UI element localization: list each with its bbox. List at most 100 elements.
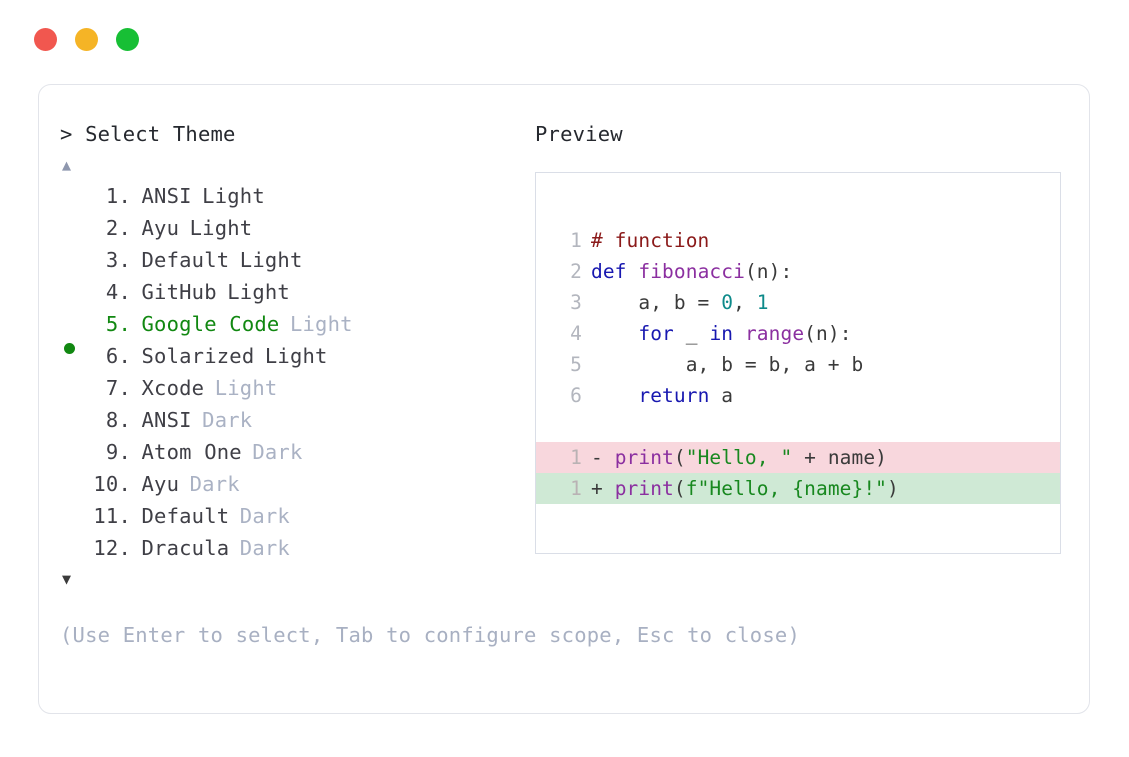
code-token: fibonacci [638,260,745,283]
code-token [591,384,638,407]
line-number: 5 [570,353,582,376]
window-titlebar [34,28,139,51]
theme-item-index: 3. [105,248,131,272]
theme-item-variant: Light [202,184,265,208]
code-token: for [638,322,674,345]
code-token: return [638,384,710,407]
theme-list-item[interactable]: 8. ANSI Dark [60,404,530,436]
scroll-down-icon[interactable]: ▼ [62,570,72,588]
theme-item-index: 7. [105,376,131,400]
code-token: "Hello, " [685,446,793,469]
line-number: 2 [570,260,582,283]
theme-item-name: ANSI [141,184,192,208]
scroll-up-icon[interactable]: ▲ [62,156,72,174]
theme-item-variant: Dark [252,440,303,464]
theme-list-item[interactable]: 11. Default Dark [60,500,530,532]
theme-item-index: 12. [93,536,131,560]
code-token [591,322,638,345]
code-token: ) [887,477,899,500]
theme-list-item[interactable]: 10. Ayu Dark [60,468,530,500]
code-token: # function [591,229,710,252]
line-number: 3 [570,291,582,314]
code-line-text: for _ in range(n): [591,318,1060,349]
code-token: + name) [792,446,888,469]
line-number: 1 [570,477,582,500]
code-token: a, b = [591,291,722,314]
code-token: _ [673,322,710,345]
theme-item-variant: Dark [239,504,290,528]
theme-item-variant: Dark [202,408,253,432]
theme-item-index: 6. [105,344,131,368]
code-line-text: a, b = b, a + b [591,349,1060,380]
theme-list-item[interactable]: 9. Atom One Dark [60,436,530,468]
code-token: (n): [804,322,852,345]
line-number: 1 [570,229,582,252]
code-token: in [709,322,734,345]
theme-list-item[interactable]: 6. Solarized Light [60,340,530,372]
theme-item-index: 5. [105,312,131,336]
theme-item-name: Google Code [141,312,280,336]
theme-item-name: GitHub [141,280,217,304]
close-button[interactable] [34,28,57,51]
page-title: > Select Theme [60,122,236,146]
theme-item-variant: Light [289,312,353,336]
theme-item-index: 10. [93,472,131,496]
code-token: a, b = b, a + b [591,353,864,376]
code-line: 6 return a [536,380,1060,411]
theme-list-item[interactable]: 7. Xcode Light [60,372,530,404]
code-line: 2 def fibonacci(n): [536,256,1060,287]
line-number: 4 [570,322,582,345]
selected-bullet-icon [64,343,75,354]
theme-item-index: 2. [105,216,131,240]
theme-item-variant: Light [189,216,253,240]
theme-list-item[interactable]: 5. Google Code Light [60,308,530,354]
theme-item-index: 11. [93,504,131,528]
theme-item-index: 1. [105,184,131,208]
theme-item-variant: Light [264,344,328,368]
maximize-button[interactable] [116,28,139,51]
code-line: 1 # function [536,225,1060,256]
line-number: 6 [570,384,582,407]
code-line-text: def fibonacci(n): [591,256,1060,287]
theme-item-index: 4. [105,280,131,304]
code-token: print [614,477,674,500]
theme-item-name: Default [141,248,230,272]
code-token: 0 [721,291,734,314]
code-token: def [591,260,639,283]
code-token: - [591,446,615,469]
theme-item-name: Solarized [141,344,255,368]
code-token [733,322,745,345]
code-token: a [709,384,734,407]
theme-item-name: Default [141,504,230,528]
code-line-text: return a [591,380,1060,411]
theme-item-name: ANSI [141,408,192,432]
code-line: 4 for _ in range(n): [536,318,1060,349]
code-line-text: # function [591,225,1060,256]
theme-item-index: 9. [105,440,131,464]
theme-item-name: Atom One [141,440,242,464]
theme-list-item[interactable]: 2. Ayu Light [60,212,530,244]
code-token: ( [673,477,686,500]
theme-item-name: Xcode [141,376,205,400]
theme-item-name: Ayu [141,216,180,240]
code-token: , [733,291,757,314]
theme-item-variant: Dark [189,472,240,496]
theme-item-variant: Light [214,376,278,400]
code-line: 3 a, b = 0, 1 [536,287,1060,318]
theme-item-name: Ayu [141,472,180,496]
theme-item-variant: Dark [239,536,290,560]
preview-label: Preview [535,122,623,146]
diff-line: 1- print("Hello, " + name) [536,442,1060,473]
diff-sample: 1- print("Hello, " + name)1+ print(f"Hel… [536,442,1060,504]
minimize-button[interactable] [75,28,98,51]
theme-item-index: 8. [105,408,131,432]
theme-list-item[interactable]: 1. ANSI Light [60,180,530,212]
